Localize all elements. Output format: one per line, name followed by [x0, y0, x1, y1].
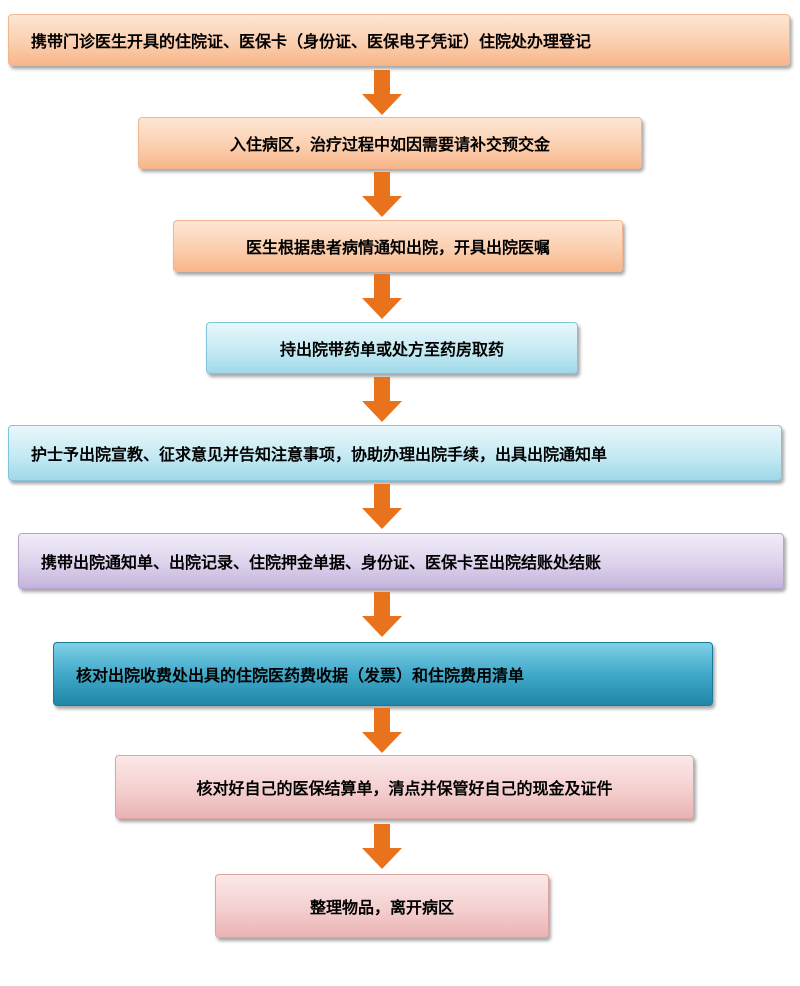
arrow-down-icon [362, 592, 402, 637]
step-4-text: 持出院带药单或处方至药房取药 [279, 340, 504, 359]
arrow-down-icon [362, 708, 402, 753]
step-9-text: 整理物品，离开病区 [309, 898, 454, 917]
step-3-discharge-order: 医生根据患者病情通知出院，开具出院医嘱 [173, 220, 623, 272]
arrow-down-icon [362, 377, 402, 422]
step-5-text: 护士予出院宣教、征求意见并告知注意事项，协助办理出院手续，出具出院通知单 [31, 445, 608, 464]
step-2-text: 入住病区，治疗过程中如因需要请补交预交金 [229, 135, 550, 154]
step-5-nurse-education: 护士予出院宣教、征求意见并告知注意事项，协助办理出院手续，出具出院通知单 [8, 425, 782, 481]
arrow-down-icon [362, 274, 402, 319]
step-8-text: 核对好自己的医保结算单，清点并保管好自己的现金及证件 [196, 779, 613, 798]
step-8-insurance-settlement: 核对好自己的医保结算单，清点并保管好自己的现金及证件 [115, 755, 694, 819]
step-3-text: 医生根据患者病情通知出院，开具出院医嘱 [245, 238, 550, 257]
arrow-down-icon [362, 484, 402, 529]
step-2-admission-ward: 入住病区，治疗过程中如因需要请补交预交金 [138, 117, 642, 169]
arrow-down-icon [362, 824, 402, 869]
step-4-pharmacy: 持出院带药单或处方至药房取药 [206, 322, 578, 374]
arrow-down-icon [362, 70, 402, 115]
step-7-verify-receipt: 核对出院收费处出具的住院医药费收据（发票）和住院费用清单 [53, 642, 713, 706]
step-7-text: 核对出院收费处出具的住院医药费收据（发票）和住院费用清单 [76, 666, 525, 685]
step-6-text: 携带出院通知单、出院记录、住院押金单据、身份证、医保卡至出院结账处结账 [41, 553, 602, 572]
step-1-registration: 携带门诊医生开具的住院证、医保卡（身份证、医保电子凭证）住院处办理登记 [8, 14, 790, 66]
step-9-leave-ward: 整理物品，离开病区 [215, 874, 549, 938]
step-1-text: 携带门诊医生开具的住院证、医保卡（身份证、医保电子凭证）住院处办理登记 [31, 32, 592, 51]
arrow-down-icon [362, 172, 402, 217]
step-6-checkout: 携带出院通知单、出院记录、住院押金单据、身份证、医保卡至出院结账处结账 [18, 533, 784, 589]
